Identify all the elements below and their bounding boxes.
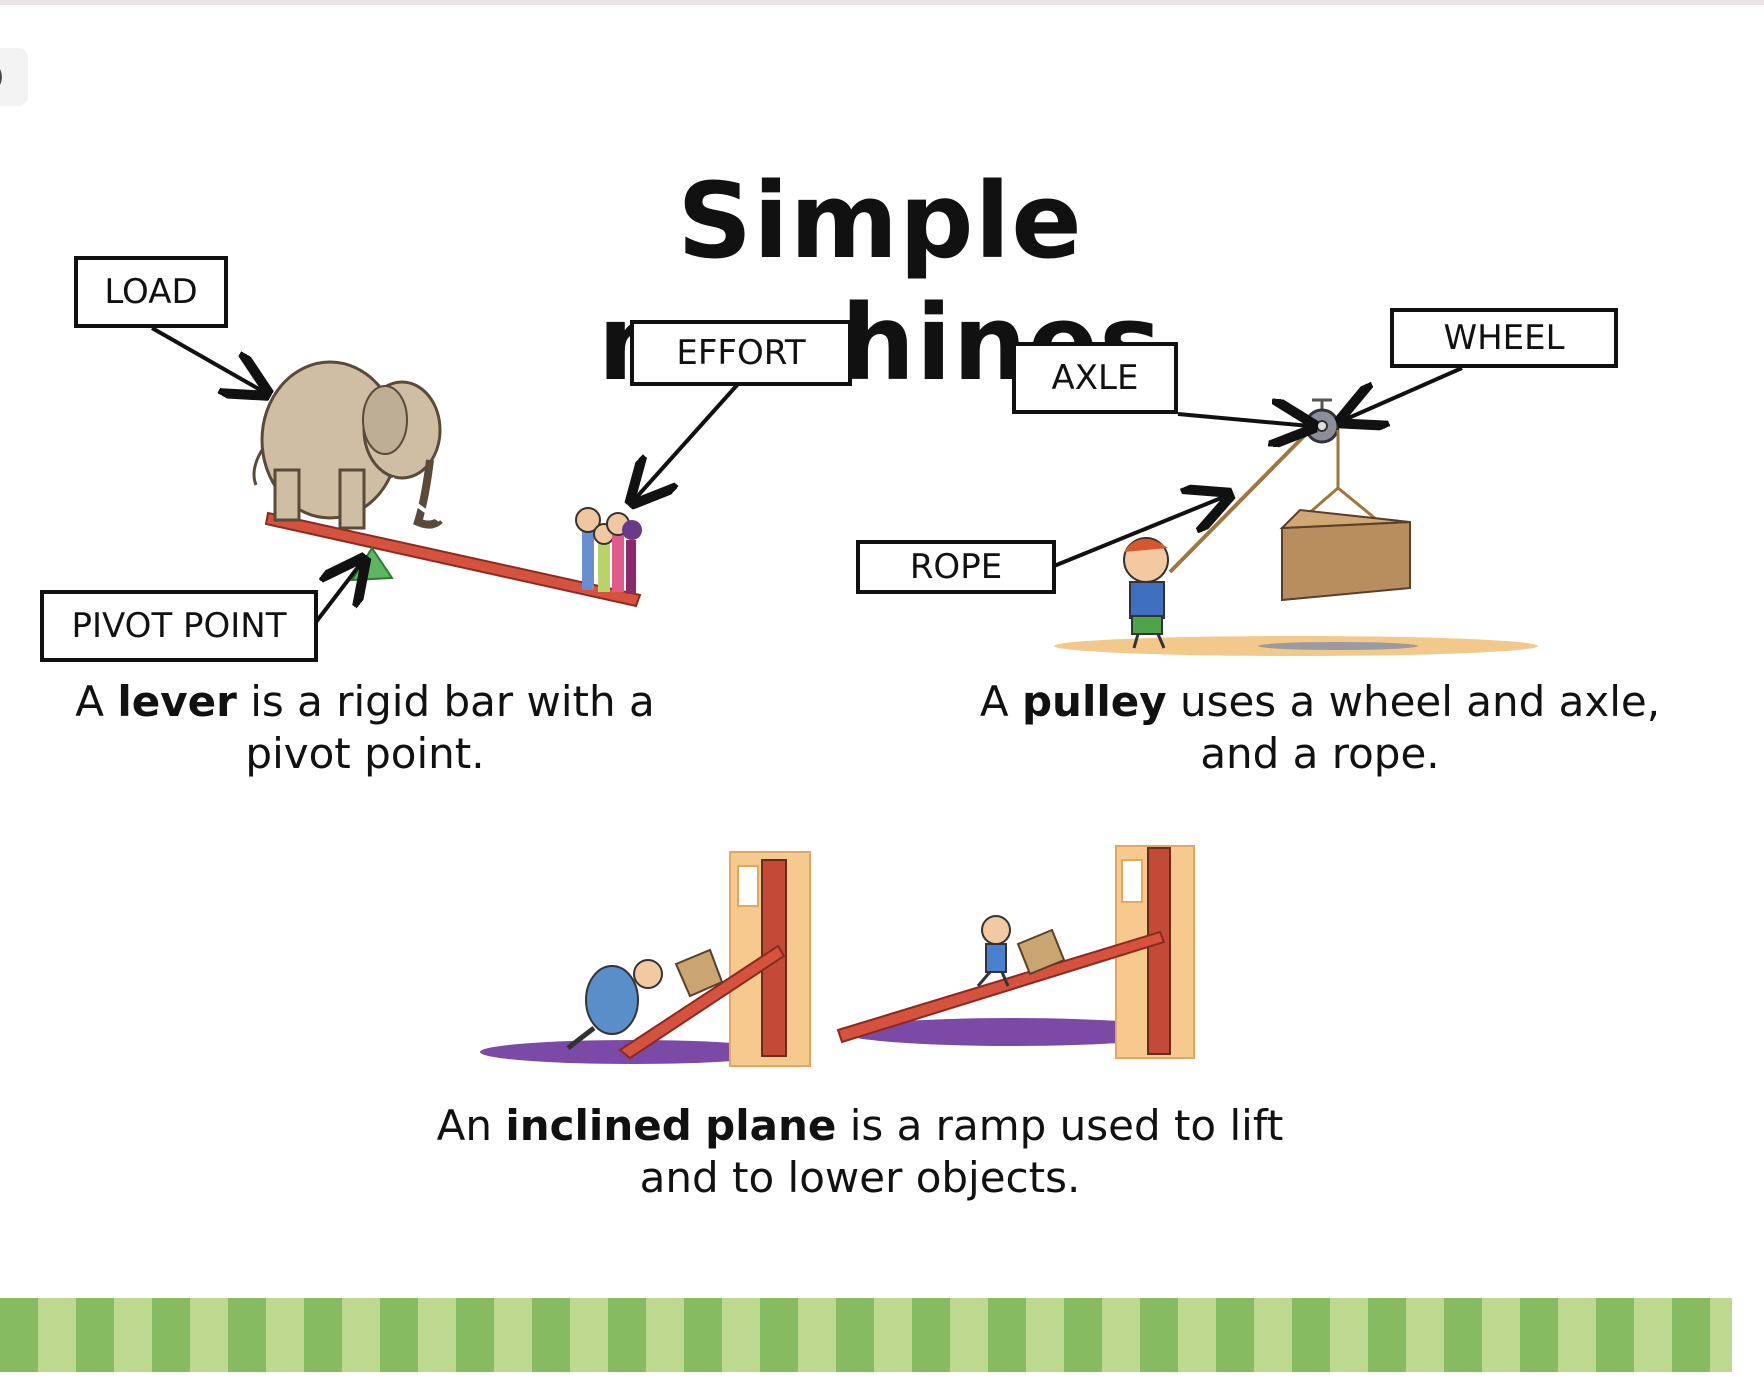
stripe bbox=[1140, 1298, 1178, 1372]
stripe bbox=[532, 1298, 570, 1372]
inclined-plane-caption: An inclined plane is a ramp used to lift… bbox=[436, 1101, 1284, 1202]
effort-label: EFFORT bbox=[630, 320, 852, 386]
load-label: LOAD bbox=[74, 256, 228, 328]
elephant-icon bbox=[252, 360, 443, 530]
ramp-left bbox=[618, 944, 786, 1060]
box-icon bbox=[1279, 508, 1411, 602]
pulley-caption: A pulley uses a wheel and axle, and a ro… bbox=[979, 677, 1661, 778]
stripe bbox=[1216, 1298, 1254, 1372]
girl-icon bbox=[976, 915, 1011, 987]
people-group-icon bbox=[575, 507, 642, 594]
stripe bbox=[988, 1298, 1026, 1372]
stripe bbox=[608, 1298, 646, 1372]
top-border bbox=[0, 0, 1764, 5]
corner-tab[interactable] bbox=[0, 48, 28, 106]
stripe bbox=[1520, 1298, 1558, 1372]
stripe bbox=[456, 1298, 494, 1372]
rope-label: ROPE bbox=[856, 540, 1056, 594]
stripe bbox=[1444, 1298, 1482, 1372]
wheel-label: WHEEL bbox=[1390, 308, 1618, 368]
lever-illustration bbox=[151, 326, 740, 624]
stripe bbox=[152, 1298, 190, 1372]
pulley-illustration bbox=[1053, 366, 1538, 656]
stripe bbox=[228, 1298, 266, 1372]
stripe bbox=[380, 1298, 418, 1372]
stripe bbox=[1292, 1298, 1330, 1372]
corner-glyph: ) bbox=[0, 62, 4, 92]
stripe bbox=[76, 1298, 114, 1372]
pivot-point-label: PIVOT POINT bbox=[40, 590, 318, 662]
stripe bbox=[1596, 1298, 1634, 1372]
stripe bbox=[0, 1298, 38, 1372]
stripe bbox=[836, 1298, 874, 1372]
stripe bbox=[1672, 1298, 1710, 1372]
stripe bbox=[684, 1298, 722, 1372]
lever-bar bbox=[264, 511, 642, 608]
inclined-plane-illustration bbox=[480, 845, 1195, 1067]
stripe bbox=[304, 1298, 342, 1372]
bottom-stripe-bar bbox=[0, 1298, 1732, 1372]
stripe bbox=[1368, 1298, 1406, 1372]
stripe bbox=[760, 1298, 798, 1372]
lever-caption: A lever is a rigid bar with a pivot poin… bbox=[75, 677, 655, 778]
strongman-icon bbox=[566, 959, 663, 1050]
stripe bbox=[1064, 1298, 1102, 1372]
axle-label: AXLE bbox=[1012, 342, 1178, 414]
boy-icon bbox=[1123, 537, 1169, 649]
stripe bbox=[912, 1298, 950, 1372]
